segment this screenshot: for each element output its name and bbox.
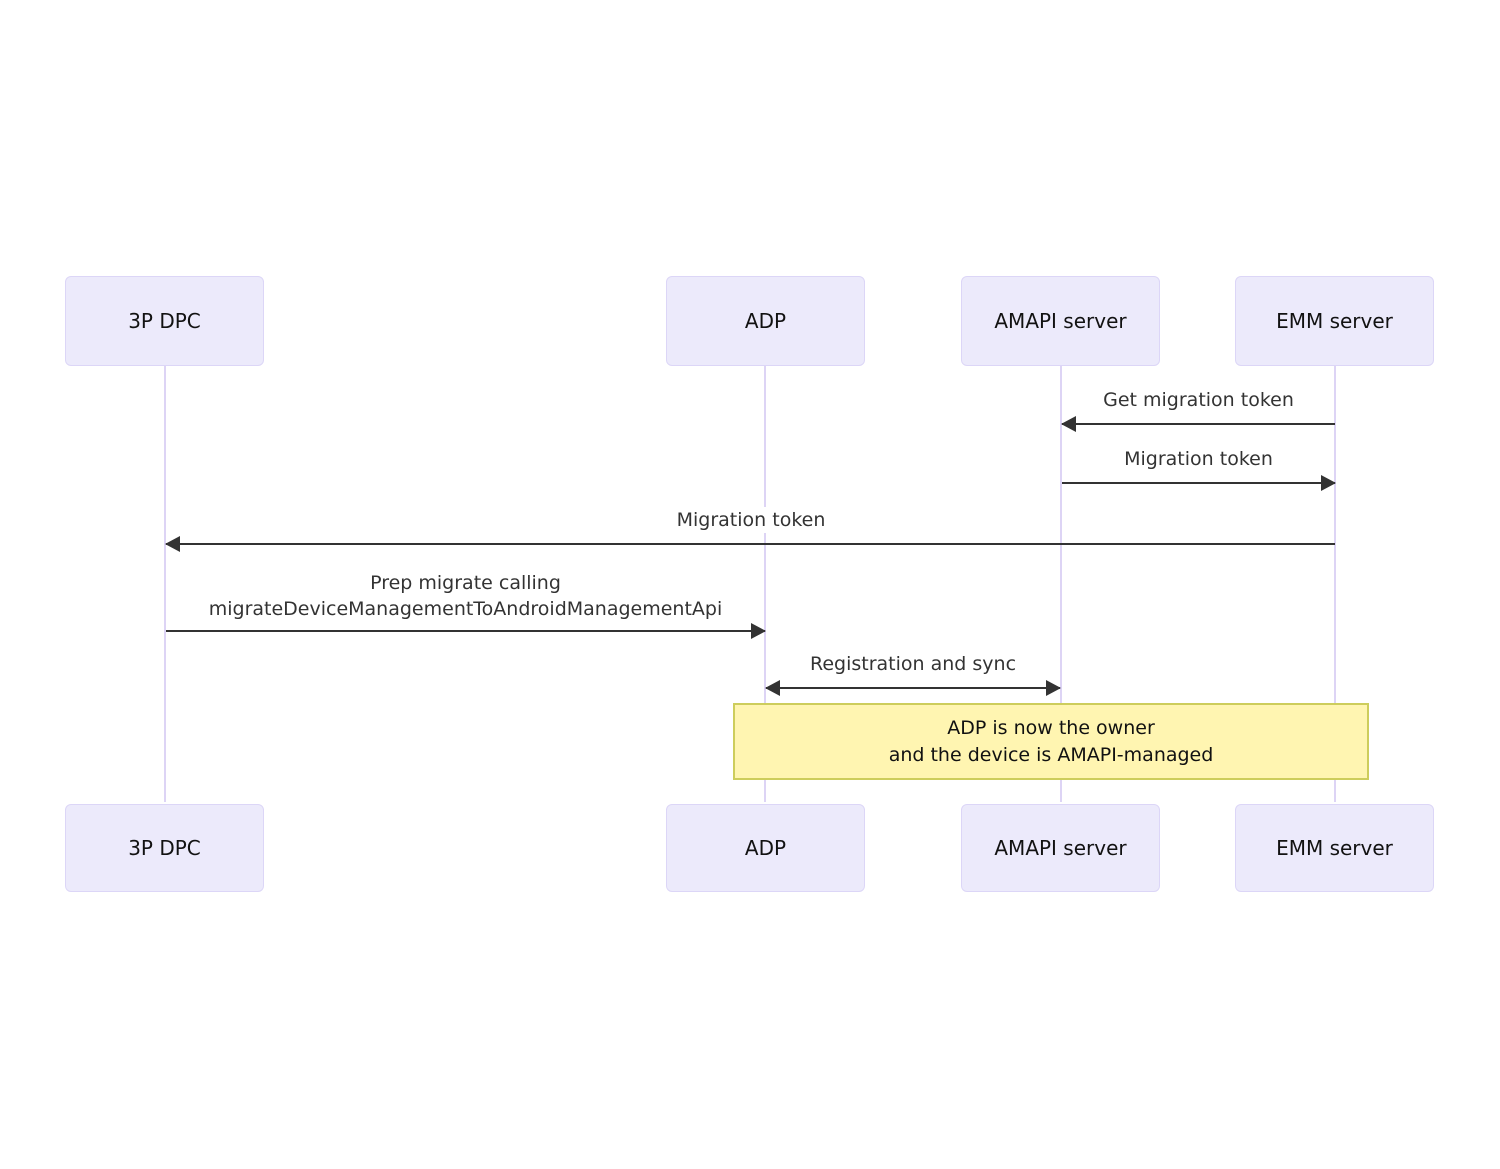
lifeline-amapi-server bbox=[1060, 366, 1062, 802]
participant-bottom-adp[interactable]: ADP bbox=[666, 804, 865, 892]
participant-label: 3P DPC bbox=[128, 836, 201, 860]
arrowhead-right-icon bbox=[751, 623, 766, 639]
message-line bbox=[166, 543, 1335, 545]
arrowhead-right-icon bbox=[1046, 680, 1061, 696]
participant-top-amapi-server[interactable]: AMAPI server bbox=[961, 276, 1160, 366]
message-line bbox=[1062, 482, 1335, 484]
participant-bottom-emm-server[interactable]: EMM server bbox=[1235, 804, 1434, 892]
participant-label: EMM server bbox=[1276, 836, 1393, 860]
message-label-line-1: Prep migrate calling bbox=[370, 572, 561, 594]
participant-label: EMM server bbox=[1276, 309, 1393, 333]
participant-bottom-3p-dpc[interactable]: 3P DPC bbox=[65, 804, 264, 892]
participant-label: AMAPI server bbox=[994, 836, 1127, 860]
arrowhead-left-icon bbox=[165, 536, 180, 552]
participant-label: ADP bbox=[744, 836, 787, 860]
note-adp-owner: ADP is now the owner and the device is A… bbox=[733, 703, 1369, 780]
arrowhead-right-icon bbox=[1321, 475, 1336, 491]
arrowhead-left-icon bbox=[765, 680, 780, 696]
participant-top-3p-dpc[interactable]: 3P DPC bbox=[65, 276, 264, 366]
lifeline-emm-server bbox=[1334, 366, 1336, 802]
message-label: Prep migrate calling migrateDeviceManage… bbox=[204, 570, 727, 622]
message-line bbox=[766, 687, 1060, 689]
message-label: Registration and sync bbox=[805, 651, 1021, 677]
participant-top-emm-server[interactable]: EMM server bbox=[1235, 276, 1434, 366]
message-label: Get migration token bbox=[1099, 387, 1298, 413]
message-label: Migration token bbox=[672, 507, 830, 533]
message-label: Migration token bbox=[1120, 446, 1277, 472]
message-label-line-2: migrateDeviceManagementToAndroidManageme… bbox=[208, 598, 723, 620]
note-line-2: and the device is AMAPI-managed bbox=[888, 743, 1214, 766]
message-line bbox=[1062, 423, 1335, 425]
lifeline-3p-dpc bbox=[164, 366, 166, 802]
participant-label: ADP bbox=[744, 309, 787, 333]
arrowhead-left-icon bbox=[1061, 416, 1076, 432]
participant-top-adp[interactable]: ADP bbox=[666, 276, 865, 366]
message-line bbox=[166, 630, 765, 632]
participant-label: 3P DPC bbox=[128, 309, 201, 333]
note-line-1: ADP is now the owner bbox=[947, 716, 1155, 739]
participant-label: AMAPI server bbox=[994, 309, 1127, 333]
lifeline-adp bbox=[764, 366, 766, 802]
participant-bottom-amapi-server[interactable]: AMAPI server bbox=[961, 804, 1160, 892]
